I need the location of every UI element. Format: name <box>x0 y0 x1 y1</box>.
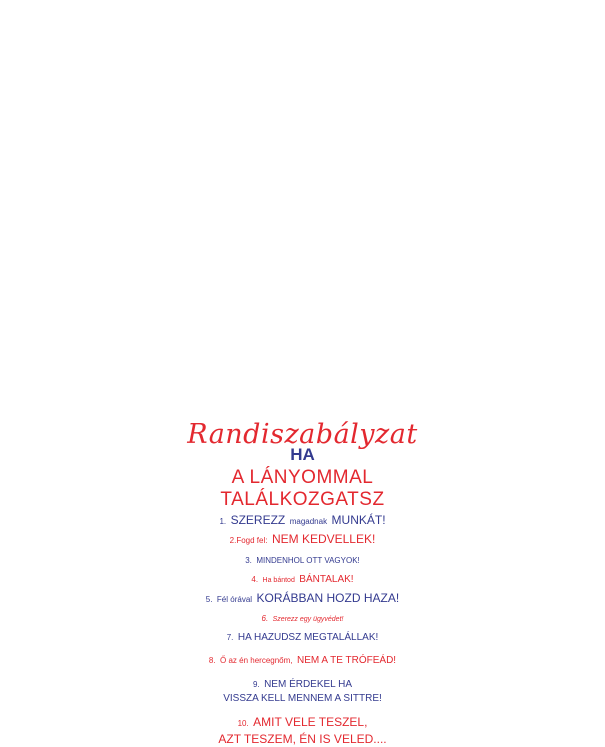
rule-9-text-a: NEM ÉRDEKEL HA <box>264 679 353 691</box>
poster-line-2: A LÁNYOMMAL <box>231 467 374 488</box>
rule-4-text-a: Ha bántod <box>262 577 295 585</box>
poster: Randiszabályzat HA A LÁNYOMMAL TALÁLKOZG… <box>0 420 605 747</box>
rule-1: 1. SZEREZZ magadnak MUNKÁT! <box>0 511 605 529</box>
rule-4: 4. Ha bántod BÁNTALAK! <box>0 569 605 587</box>
rule-5-number: 5. <box>205 594 213 604</box>
rule-3-text-a: MINDENHOL OTT VAGYOK! <box>256 555 360 565</box>
rule-8: 8. Ő az én hercegnőm, NEM A TE TRÓFEÁD! <box>0 650 605 668</box>
rule-7-number: 7. <box>226 633 234 643</box>
rule-2-text-a: Fogd fel: <box>236 536 268 546</box>
rule-5-text-a: Fél órával <box>216 594 253 604</box>
rule-4-number: 4. <box>251 575 259 585</box>
rule-10-number: 10. <box>237 719 249 729</box>
rule-8-text-b: NEM A TE TRÓFEÁD! <box>296 654 397 666</box>
rule-6: 6. Szerezz egy ügyvédet! <box>0 608 605 626</box>
poster-line-3: TALÁLKOZGATSZ <box>220 489 385 510</box>
rule-5: 5. Fél órával KORÁBBAN HOZD HAZA! <box>0 589 605 607</box>
rule-7-text-a: HA HAZUDSZ MEGTALÁLLAK! <box>237 632 379 644</box>
rule-9-line-2: VISSZA KELL MENNEM A SITTRE! <box>223 692 382 704</box>
rule-9-number: 9. <box>252 680 260 690</box>
rule-2: 2.Fogd fel: NEM KEDVELLEK! <box>0 530 605 548</box>
rule-10-text-a: AMIT VELE TESZEL, <box>253 715 368 730</box>
rule-6-number: 6. <box>261 613 269 623</box>
rule-6-text-a: Szerezz egy ügyvédet! <box>272 615 344 623</box>
rule-3: 3. MINDENHOL OTT VAGYOK! <box>0 550 605 568</box>
rule-3-number: 3. <box>245 555 252 565</box>
rule-10: 10. AMIT VELE TESZEL, <box>0 713 605 731</box>
poster-line-ha: HA <box>290 445 315 464</box>
rule-10-line-2: AZT TESZEM, ÉN IS VELED.... <box>218 732 387 747</box>
rule-4-text-b: BÁNTALAK! <box>299 574 354 586</box>
rule-1-text-c: MUNKÁT! <box>331 513 386 527</box>
rule-2-text-b: NEM KEDVELLEK! <box>271 532 376 547</box>
rule-1-text-b: magadnak <box>289 517 328 526</box>
rule-8-number: 8. <box>208 655 216 665</box>
rule-2-number: 2. <box>229 536 237 546</box>
rule-1-number: 1. <box>219 517 227 526</box>
rule-9: 9. NEM ÉRDEKEL HA <box>0 674 605 692</box>
poster-title: Randiszabályzat <box>187 419 418 450</box>
rule-7: 7. HA HAZUDSZ MEGTALÁLLAK! <box>0 627 605 645</box>
rule-5-text-b: KORÁBBAN HOZD HAZA! <box>256 590 400 605</box>
rule-8-text-a: Ő az én hercegnőm, <box>220 655 293 665</box>
rule-1-text-a: SZEREZZ <box>230 513 286 527</box>
